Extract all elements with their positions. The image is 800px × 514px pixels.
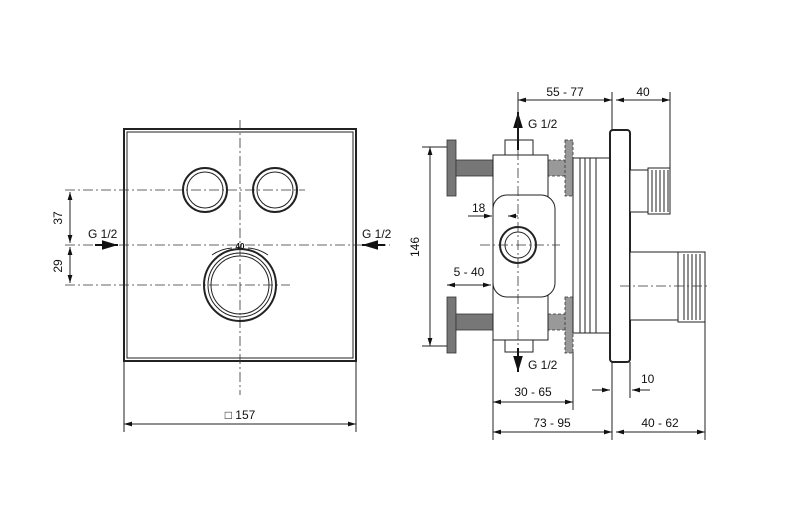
- side-view: G 1/2 G 1/2 55 - 77 40 146 18 5 - 40 30 …: [408, 85, 710, 440]
- dim-5-40: 5 - 40: [454, 265, 485, 279]
- dial-mark: 40: [236, 242, 245, 251]
- button-left[interactable]: [182, 167, 228, 213]
- dim-37: 37: [51, 211, 65, 225]
- button-knob-side: [647, 167, 671, 215]
- dim-width: □ 157: [225, 408, 256, 422]
- dim-55-77: 55 - 77: [546, 85, 584, 99]
- dim-40-top: 40: [636, 85, 650, 99]
- dim-30-65: 30 - 65: [514, 385, 552, 399]
- dim-73-95: 73 - 95: [533, 416, 571, 430]
- cover-plate-side: [609, 129, 631, 363]
- dim-40-62: 40 - 62: [641, 416, 679, 430]
- dim-29: 29: [51, 259, 65, 273]
- dim-146: 146: [408, 237, 422, 257]
- temperature-dial[interactable]: [203, 247, 277, 322]
- outlet-bottom-label: G 1/2: [528, 358, 558, 372]
- front-view: 40 37 29 G 1/2 G 1/2 □ 157: [51, 120, 392, 432]
- dim-10: 10: [641, 372, 655, 386]
- inlet-left-label: G 1/2: [88, 227, 118, 241]
- outlet-top-label: G 1/2: [528, 117, 558, 131]
- dim-18: 18: [472, 201, 486, 215]
- inlet-right-label: G 1/2: [362, 227, 392, 241]
- button-right[interactable]: [252, 167, 298, 213]
